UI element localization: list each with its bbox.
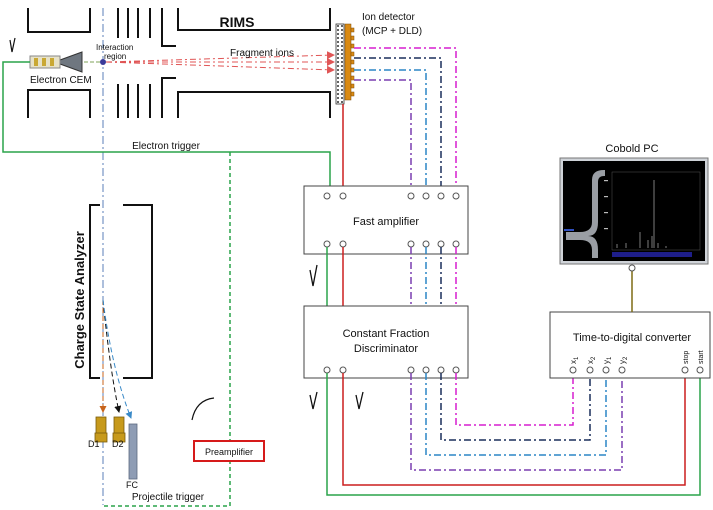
mcp-plate (335, 23, 345, 105)
preamplifier-box (193, 440, 265, 462)
preamp-pulse-icon (191, 397, 215, 421)
charge-state-analyzer-label: Charge State Analyzer (72, 231, 87, 369)
cobold-pc-monitor (559, 157, 709, 265)
interaction-region-label-2: region (104, 52, 126, 61)
tdc-input-labels: x1 x2 y1 y2 stop start (569, 350, 705, 364)
tdc-input-stop: stop (683, 351, 690, 364)
cem-pulse-icon (9, 37, 16, 53)
projectile-trigger-line (104, 152, 231, 507)
rims-label: RIMS (220, 14, 255, 30)
cobold-pc-label: Cobold PC (605, 143, 658, 155)
detector-d1 (94, 416, 108, 443)
tdc-input-x1-sub: 1 (574, 356, 580, 360)
detector-d2 (112, 416, 126, 443)
analyzer-plate-left (89, 204, 100, 379)
amp-pulse-icon (309, 264, 318, 287)
tdc-ports (569, 366, 704, 374)
amp-cfd-dld-links (410, 247, 457, 312)
fragment-ions-label: Fragment ions (230, 48, 294, 59)
fast-amplifier-ports (323, 192, 460, 248)
tdc-input-x2: x (586, 360, 595, 364)
tdc-input-x1: x (569, 360, 578, 364)
dld-channels-to-amp (354, 47, 457, 190)
electron-cem-label: Electron CEM (30, 75, 92, 86)
cfd-pulse-icon-2 (355, 391, 364, 410)
electron-trigger-label: Electron trigger (132, 141, 200, 152)
cfd-label-2: Discriminator (354, 343, 419, 355)
interaction-region-label-1: Interaction (96, 43, 133, 52)
tdc-input-y1-sub: 1 (607, 356, 613, 360)
rims-spectrometer (27, 8, 331, 118)
svg-text:y2: y2 (618, 356, 629, 364)
cfd-label-1: Constant Fraction (343, 328, 430, 340)
tdc-input-start: start (698, 350, 705, 364)
electron-cem (29, 51, 83, 73)
cfd-tdc-stop-link (342, 373, 686, 486)
fragment-ion-trajectories (105, 51, 335, 74)
tdc-input-y2-sub: 2 (623, 356, 629, 360)
cfd-tdc-dld-links (410, 373, 623, 471)
charge-state-trajectory-3 (102, 299, 133, 419)
analyzer-plate-right (123, 204, 153, 379)
preamplifier-label: Preamplifier (205, 447, 253, 457)
interaction-region-marker (100, 59, 106, 65)
svg-text:x2: x2 (586, 356, 597, 364)
cfd-box (303, 305, 469, 379)
svg-text:x1: x1 (569, 356, 580, 364)
ion-detector-label-2: (MCP + DLD) (362, 26, 422, 37)
faraday-cup (128, 423, 138, 480)
cfd-pulse-icon-1 (309, 391, 318, 410)
cfd-tdc-start-link (326, 373, 701, 496)
delay-line-anode (344, 23, 355, 101)
tdc-label: Time-to-digital converter (573, 332, 692, 344)
cfd-ports (323, 366, 460, 374)
ion-detector-label-1: Ion detector (362, 12, 415, 23)
tdc-input-y2: y (618, 360, 627, 364)
pc-port (628, 264, 636, 272)
svg-text:y1: y1 (602, 356, 613, 364)
d2-label: D2 (112, 439, 124, 449)
d1-label: D1 (88, 439, 100, 449)
projectile-trigger-label: Projectile trigger (132, 492, 205, 503)
fast-amplifier-label: Fast amplifier (353, 216, 419, 228)
tdc-input-x2-sub: 2 (591, 356, 597, 360)
fc-label: FC (126, 480, 138, 490)
electron-trigger-line (2, 61, 331, 190)
tdc-input-y1: y (602, 360, 611, 364)
